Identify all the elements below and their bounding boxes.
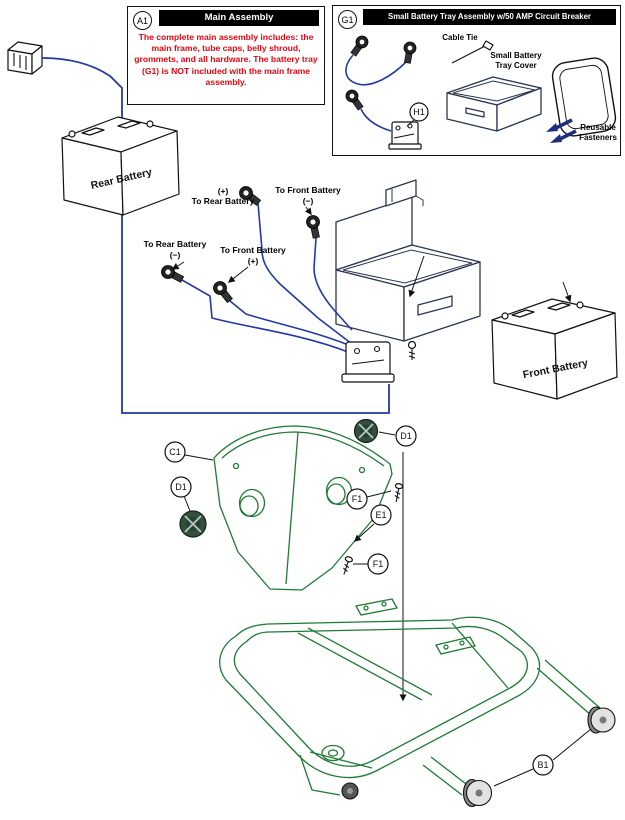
- wire-label-front-positive: To Front Battery: [220, 245, 286, 255]
- leader-d1-left: [183, 495, 191, 512]
- callout-h1-label: H1: [413, 107, 425, 117]
- tray-cover-label-line2: Tray Cover: [495, 61, 537, 70]
- g1-circuit-breaker: [388, 121, 422, 150]
- callout-b1: B1: [532, 754, 554, 776]
- battery-tray-title: Small Battery Tray Assembly w/50 AMP Cir…: [363, 9, 616, 25]
- shroud-screw-bottom-icon: [343, 556, 353, 575]
- grommet-left-icon: [179, 510, 207, 538]
- leader-h1: [406, 119, 415, 127]
- g1-ring-terminal-1: [350, 35, 369, 57]
- battery-tray: [335, 179, 481, 342]
- shroud-screw-top-icon: [394, 483, 404, 502]
- battery-tray-assembly-panel: G1 Small Battery Tray Assembly w/50 AMP …: [332, 5, 621, 156]
- callout-c1: C1: [164, 441, 186, 463]
- main-assembly-title: Main Assembly: [159, 10, 319, 26]
- g1-harness-wires: [345, 54, 407, 132]
- callout-d1-top-label: D1: [400, 431, 412, 441]
- leader-e1: [353, 523, 375, 542]
- anti-tip-wheel-icon: [341, 782, 359, 800]
- wire-label-front-positive-sign: (+): [247, 256, 259, 266]
- g1-ring-terminal-3: [345, 89, 364, 111]
- wire-label-rear-positive: To Rear Battery: [191, 196, 255, 206]
- leader-d1-top: [378, 431, 396, 436]
- callout-b1-label: B1: [537, 760, 548, 770]
- tray-insert-arrow: [408, 255, 425, 298]
- reusable-fasteners-label-line1: Reusable: [580, 123, 616, 132]
- callout-c1-label: C1: [169, 447, 181, 457]
- grommet-top-icon: [353, 418, 379, 444]
- g1-ring-terminal-2: [403, 41, 417, 64]
- wire-label-front-negative-sign: (−): [302, 196, 314, 206]
- callout-f1-top: F1: [346, 488, 368, 510]
- label-leader-front-positive: [227, 266, 249, 283]
- g1-battery-tray: [446, 76, 542, 132]
- wire-label-front-negative: To Front Battery: [275, 185, 341, 195]
- g1-tray-cover: [551, 57, 617, 137]
- front-battery: Front Battery: [491, 281, 618, 400]
- main-harness-connector-icon: [7, 41, 43, 75]
- callout-a1: A1: [133, 11, 152, 30]
- callout-f1-bottom: F1: [367, 553, 389, 575]
- reusable-fasteners-label-line2: Fasteners: [579, 133, 617, 142]
- reusable-fastener-icons: [546, 118, 577, 143]
- tray-bracket: [385, 179, 424, 207]
- callout-f1-bottom-label: F1: [373, 559, 384, 569]
- cable-tie-icon: [451, 40, 494, 64]
- callout-e1: E1: [370, 504, 392, 526]
- ring-terminal-rear-negative: [161, 265, 185, 283]
- main-assembly-note-panel: A1 Main Assembly The complete main assem…: [127, 6, 325, 105]
- rear-battery: Rear Battery: [61, 116, 180, 216]
- wire-label-rear-negative-sign: (−): [169, 250, 181, 260]
- tray-cover-label-line1: Small Battery: [490, 51, 542, 60]
- breaker-screw-icon: [407, 340, 417, 360]
- callout-d1-top: D1: [395, 425, 417, 447]
- main-battery-wire: [41, 57, 390, 414]
- main-frame: [219, 598, 601, 796]
- ring-terminal-front-positive: [213, 281, 233, 304]
- callout-d1-left-label: D1: [175, 482, 187, 492]
- caster-wheel-bottom-icon: [462, 778, 493, 808]
- leader-c1: [184, 454, 214, 461]
- lug-wires: [181, 202, 353, 353]
- main-assembly-note: The complete main assembly includes: the…: [134, 32, 318, 87]
- cable-tie-label: Cable Tie: [442, 33, 478, 42]
- shroud-hole-left: [238, 488, 266, 518]
- belly-shroud: [213, 425, 393, 591]
- wire-label-rear-negative: To Rear Battery: [143, 239, 207, 249]
- leader-f1-top: [366, 490, 392, 498]
- ring-terminal-front-negative: [306, 215, 320, 239]
- ring-terminal-rear-positive: [239, 186, 262, 206]
- leader-b1: [493, 728, 592, 787]
- callout-d1-left: D1: [170, 476, 192, 498]
- label-leader-front-negative: [304, 206, 312, 216]
- front-battery-arrow: [562, 281, 572, 303]
- circuit-breaker: [341, 340, 417, 383]
- callout-g1: G1: [338, 10, 357, 29]
- callout-f1-top-label: F1: [352, 494, 363, 504]
- callout-e1-label: E1: [375, 510, 386, 520]
- caster-wheel-right-icon: [587, 706, 616, 734]
- wire-label-rear-positive-sign: (+): [217, 186, 229, 196]
- label-leader-rear-negative: [171, 261, 185, 270]
- callout-h1: H1: [409, 102, 429, 122]
